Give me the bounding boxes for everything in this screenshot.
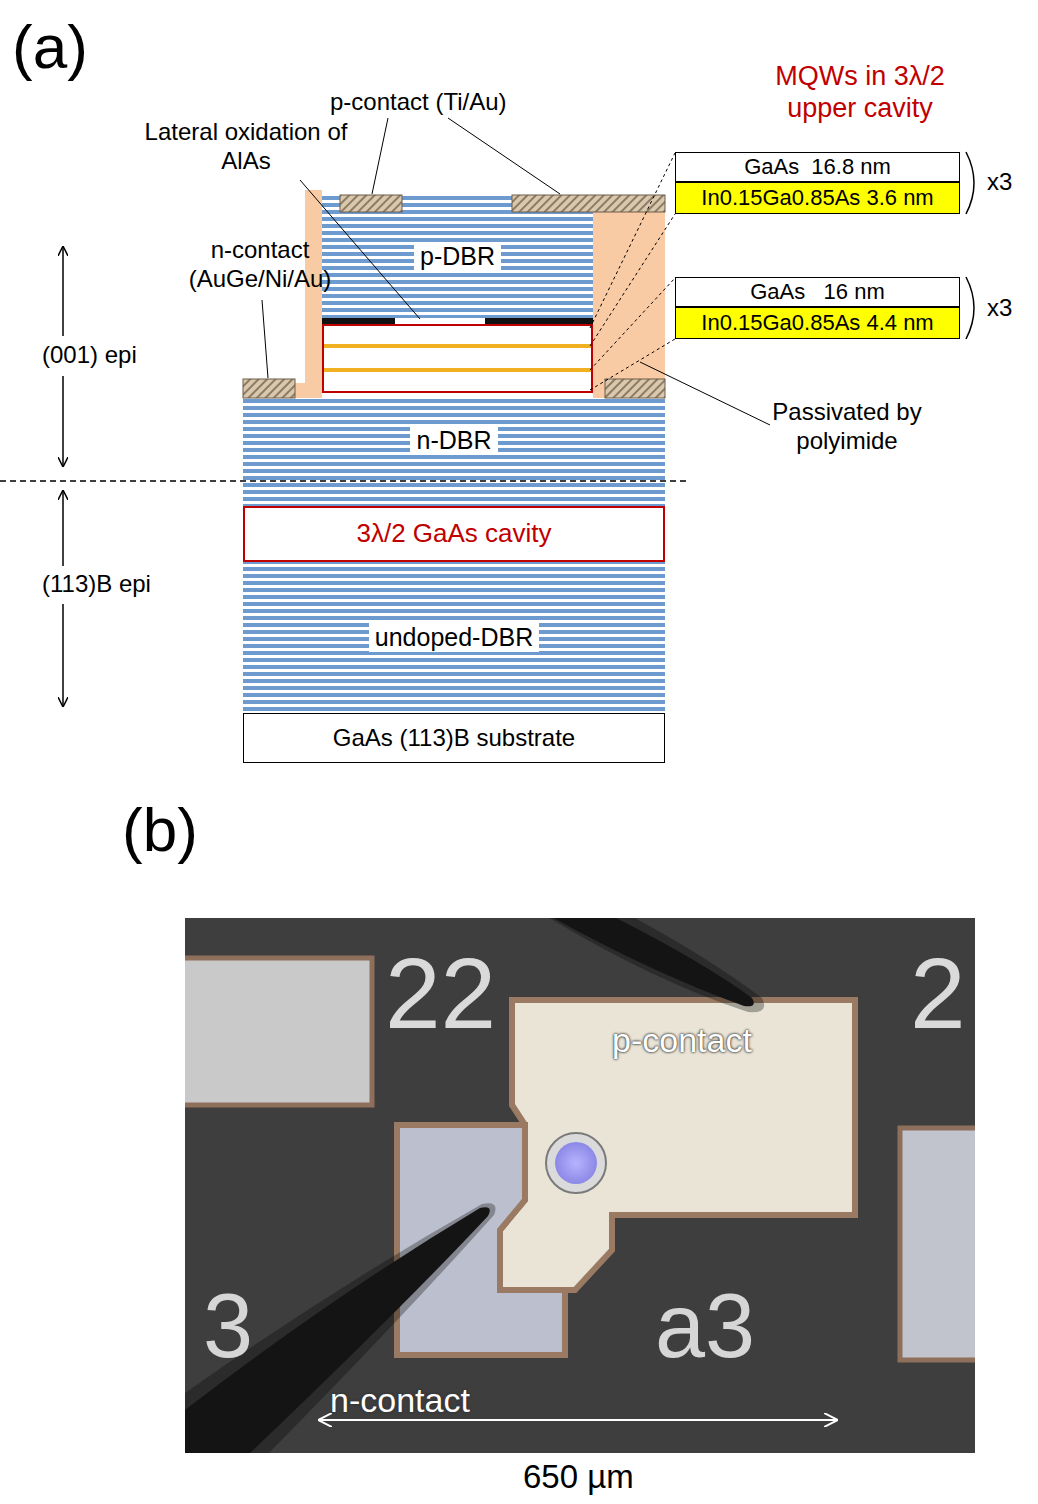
epi-boundary [0,480,690,482]
layer-box: GaAs 16.8 nm [675,152,960,182]
n-dbr-band: n-DBR [243,405,665,475]
leader-line [448,118,560,194]
bracket [966,152,974,214]
region-label: (001) epi [40,341,139,370]
vcsel-mesa [546,1133,606,1193]
probe-needle [548,918,754,1006]
node-text: In0.15Ga0.85As 3.6 nm [701,185,933,210]
node-text: p-DBR [414,242,501,271]
p-dbr-stripes [322,195,593,318]
dimension-arrow [62,247,64,336]
photo-label: n-contact [330,1380,470,1421]
oxide-left [322,318,395,325]
repeat-count: x3 [987,168,1012,197]
p-contact-pad [340,195,402,212]
chip-number: 22 [385,933,496,1053]
chip-number: 2 [910,933,966,1053]
cross-section [0,118,974,713]
n-contact-pad [243,379,295,398]
polyimide-left [285,190,322,398]
part-label: n-contact (AuGe/Ni/Au) [175,236,345,294]
probe-shadow [185,1203,496,1453]
undoped-dbr-stripes [243,562,665,713]
bond-pad [185,958,372,1105]
layer-box: In0.15Ga0.85As 4.4 nm [675,307,960,339]
p-contact-pad [500,1000,855,1290]
part-label: Lateral oxidation of AlAs [135,118,357,176]
polyimide-right [593,195,665,398]
chip-number: a3 [655,1272,755,1380]
n-contact-pad [605,379,665,398]
leader-line [590,214,675,346]
region-label: (113)B epi [40,570,153,599]
node-text: undoped-DBR [369,623,539,652]
leader-line [590,339,675,390]
scale-bar [319,1419,836,1421]
layer-box: GaAs 16 nm [675,277,960,307]
dimension-label: 650 µm [523,1457,634,1497]
node-text: GaAs 16.8 nm [744,154,891,179]
bond-pad [900,1128,975,1360]
node-text: GaAs 16 nm [750,279,885,304]
leader-line [590,153,675,328]
node-text: In0.15Ga0.85As 4.4 nm [701,310,933,335]
leader-line [372,118,388,194]
probe-shadow [536,918,764,1012]
dimension-arrow [62,376,64,466]
bracket [966,277,974,339]
leader-line [590,278,675,370]
emission-spot [555,1142,597,1184]
scale-bar [320,1419,837,1421]
mqw-region [323,325,592,392]
oxide-right [485,318,593,325]
leader-line [262,300,268,378]
n-dbr-stripes [243,398,665,506]
repeat-count: x3 [987,294,1012,323]
dimension-arrow [62,604,64,706]
chip-number: 3 [203,1272,253,1380]
probe-needle [185,1207,490,1453]
part-label: MQWs in 3λ/2 upper cavity [740,60,980,125]
cavity-box: 3λ/2 GaAs cavity [243,506,665,562]
leader-line [300,180,420,319]
part-label: Passivated by polyimide [772,398,922,456]
node-text: n-DBR [410,426,497,455]
micrograph [185,918,975,1453]
substrate-box: GaAs (113)B substrate [243,713,665,763]
part-label: p-contact (Ti/Au) [330,88,507,117]
p-contact-pad [512,195,665,212]
panel-label: (b) [122,793,198,867]
undoped-dbr-band: undoped-DBR [243,562,665,713]
p-dbr-band: p-DBR [322,195,593,318]
quantum-well [324,368,591,372]
node-text: GaAs (113)B substrate [333,724,575,752]
dimension-arrow [62,491,64,566]
quantum-well [324,344,591,348]
layer-box: In0.15Ga0.85As 3.6 nm [675,182,960,214]
photo-label: p-contact [612,1020,752,1061]
panel-label: (a) [12,10,88,84]
node-text: 3λ/2 GaAs cavity [356,519,551,549]
leader-line [640,362,770,425]
